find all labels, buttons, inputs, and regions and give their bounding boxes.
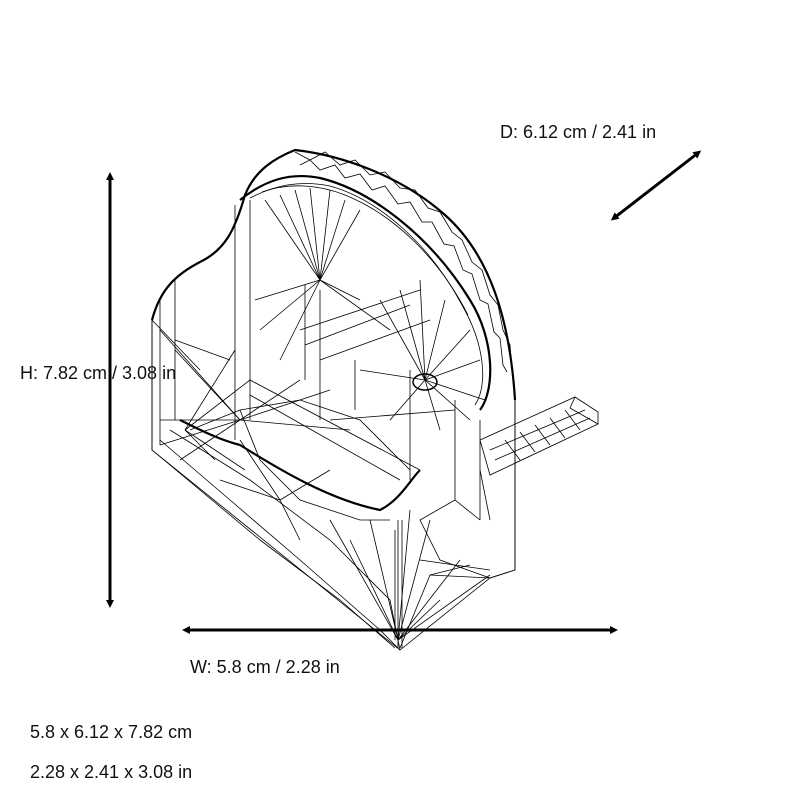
- wireframe-model: [150, 148, 599, 651]
- width-label: W: 5.8 cm / 2.28 in: [190, 657, 340, 677]
- height-label: H: 7.82 cm / 3.08 in: [20, 363, 177, 383]
- depth-label: D: 6.12 cm / 2.41 in: [500, 122, 657, 142]
- spoke-fan-bottom: [219, 439, 491, 641]
- spoke-fan-upper: [254, 187, 391, 361]
- spoke-fan-left: [159, 329, 351, 471]
- depth-dimension-arrow: [610, 150, 702, 221]
- spoke-fan-right: [359, 279, 486, 431]
- dimension-summary-cm: 5.8 x 6.12 x 7.82 cm: [30, 722, 193, 742]
- handle-arm: [479, 396, 599, 521]
- dimension-summary-in: 2.28 x 2.41 x 3.08 in: [30, 762, 193, 782]
